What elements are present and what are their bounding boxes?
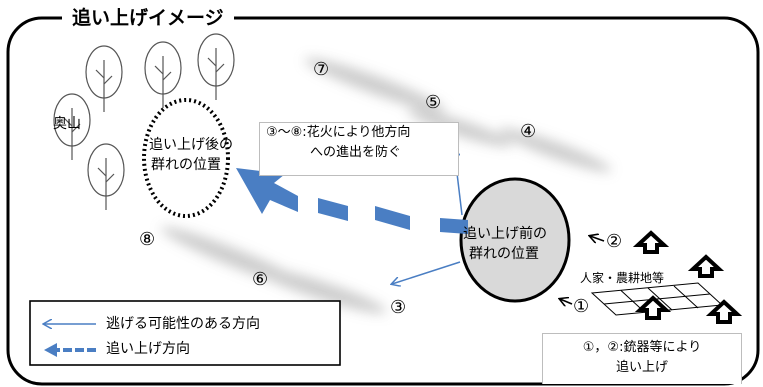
tree-icon (144, 41, 182, 108)
tree-icon (53, 93, 91, 160)
marker-4: ④ (520, 121, 537, 142)
gun-note: ①，②:銃器等により 追い上げ (542, 333, 742, 384)
up-arrow-icon (705, 299, 743, 324)
marker-1: ① (573, 296, 590, 317)
legend-drive-label: 追い上げ方向 (106, 341, 190, 357)
outer-frame (6, 16, 760, 386)
hollow-up-arrows (632, 230, 743, 324)
up-arrow-icon (687, 254, 725, 278)
forest (53, 33, 235, 210)
smoke-7 (304, 57, 446, 113)
legend-drive-head (44, 343, 57, 357)
tree-icon (87, 143, 125, 210)
smoke-4 (498, 128, 612, 172)
label-houses: 人家・農耕地等 (580, 271, 665, 285)
legend-box (29, 300, 341, 366)
label-after-line1: 追い上げ後の (149, 137, 233, 153)
fireworks-note: ③～⑧:花火により他方向 への進出を防ぐ (259, 122, 459, 176)
gun-note-line2: 追い上げ (615, 360, 668, 375)
fireworks-note-line2: への進出を防ぐ (310, 145, 402, 160)
herd-before-position (459, 177, 571, 303)
gun-arrow-1 (560, 299, 573, 304)
marker-2: ② (606, 231, 623, 252)
smoke-6 (253, 266, 387, 314)
gun-note-line1: ①，②:銃器等により (582, 340, 702, 355)
diagram-title: 追い上げイメージ (62, 6, 234, 30)
marker-8: ⑧ (139, 229, 156, 250)
marker-7: ⑦ (313, 59, 330, 80)
up-arrow-icon (634, 295, 672, 320)
label-after-line2: 群れの位置 (151, 157, 221, 173)
smoke-5 (407, 109, 513, 147)
up-arrow-icon (632, 230, 670, 254)
label-before-line1: 追い上げ前の (463, 226, 547, 242)
label-before-line2: 群れの位置 (469, 246, 539, 262)
label-mountain: 奥山 (53, 116, 81, 132)
marker-6: ⑥ (252, 269, 269, 290)
escape-arrow-down (392, 261, 461, 284)
gun-arrow-2 (590, 236, 605, 241)
drive-arrow (236, 168, 468, 234)
herd-after-position (142, 98, 230, 218)
fireworks-note-line1: ③～⑧:花火により他方向 (266, 125, 411, 140)
tree-icon (85, 45, 123, 112)
marker-3: ③ (390, 297, 407, 318)
legend-escape-label: 逃げる可能性のある方向 (106, 316, 260, 332)
marker-5: ⑤ (425, 92, 442, 113)
smoke-plumes (160, 57, 612, 314)
tree-icon (197, 33, 235, 100)
